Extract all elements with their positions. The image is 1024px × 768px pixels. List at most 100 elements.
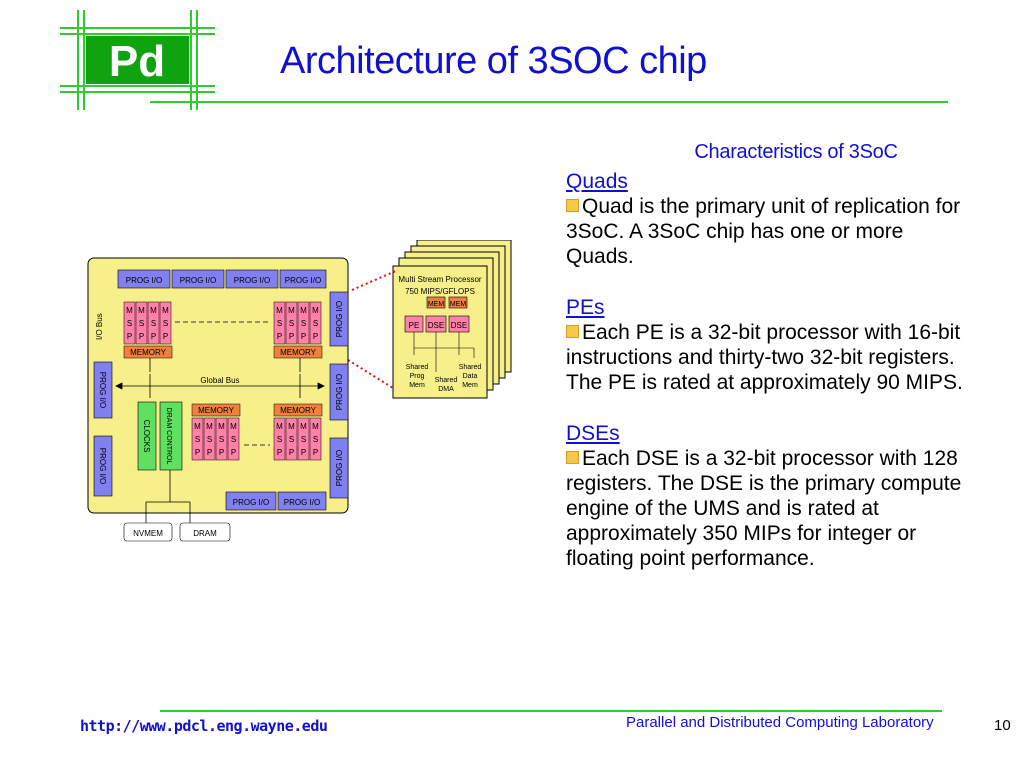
bottom-prog-io-row: PROG I/O PROG I/O	[225, 491, 327, 511]
chip-body	[87, 257, 349, 514]
svg-text:S: S	[301, 319, 306, 328]
footer-lab-name: Parallel and Distributed Computing Labor…	[626, 714, 934, 731]
section-body-pes: Each PE is a 32-bit processor with 16-bi…	[566, 321, 963, 394]
bullet-icon	[566, 199, 579, 212]
io-bus-label: I/O Bus	[95, 313, 104, 340]
shared-data-mem-3: Mem	[462, 382, 478, 389]
dram-block	[179, 522, 231, 542]
svg-text:S: S	[289, 435, 294, 444]
svg-text:M: M	[300, 306, 307, 315]
shared-prog-mem-2: Prog	[410, 373, 425, 380]
svg-text:P: P	[313, 332, 318, 341]
svg-text:M: M	[194, 422, 201, 431]
ums-dse-2: DSE	[451, 321, 467, 330]
ums-title-line-2: 750 MIPS/GFLOPS	[405, 287, 475, 296]
shared-prog-mem-3: Mem	[409, 382, 425, 389]
svg-text:S: S	[195, 435, 200, 444]
svg-text:P: P	[301, 448, 306, 457]
top-prog-io-row: PROG I/O PROG I/O PROG I/O PROG I/O	[117, 269, 327, 289]
section-heading-pes: PEs	[566, 296, 605, 319]
svg-text:P: P	[139, 332, 144, 341]
dram-control-block	[159, 401, 183, 471]
svg-text:PROG I/O: PROG I/O	[335, 301, 344, 337]
svg-text:P: P	[207, 448, 212, 457]
global-bus-label: Global Bus	[200, 376, 239, 385]
svg-text:P: P	[277, 332, 282, 341]
svg-text:P: P	[301, 332, 306, 341]
section-heading-quads: Quads	[566, 170, 628, 193]
svg-text:S: S	[207, 435, 212, 444]
svg-text:S: S	[219, 435, 224, 444]
svg-text:M: M	[150, 306, 157, 315]
svg-text:P: P	[163, 332, 168, 341]
svg-text:P: P	[231, 448, 236, 457]
svg-text:PROG I/O: PROG I/O	[284, 498, 320, 507]
svg-text:M: M	[312, 422, 319, 431]
svg-text:P: P	[289, 332, 294, 341]
msp-bottom-right: MEMORY MSP MSP MSP MSP	[273, 403, 323, 461]
svg-text:S: S	[139, 319, 144, 328]
footer-divider	[160, 710, 942, 712]
msp-top-right: MSP MSP MSP MSP MEMORY	[273, 301, 323, 359]
svg-text:M: M	[276, 422, 283, 431]
svg-text:MEMORY: MEMORY	[280, 348, 317, 357]
shared-prog-mem-1: Shared	[406, 364, 429, 371]
ums-dse-1: DSE	[428, 321, 444, 330]
svg-text:MEMORY: MEMORY	[130, 348, 167, 357]
svg-text:M: M	[206, 422, 213, 431]
svg-text:PROG I/O: PROG I/O	[233, 498, 269, 507]
chip-architecture-diagram: Multi Stream Processor 750 MIPS/GFLOPS M…	[87, 240, 512, 542]
svg-text:S: S	[231, 435, 236, 444]
footer-url-link[interactable]: http://www.pdcl.eng.wayne.edu	[80, 717, 328, 735]
ums-title-line-1: Multi Stream Processor	[398, 275, 481, 284]
svg-text:S: S	[277, 319, 282, 328]
svg-text:DRAM CONTROL: DRAM CONTROL	[165, 408, 172, 465]
svg-text:M: M	[276, 306, 283, 315]
svg-text:S: S	[127, 319, 132, 328]
svg-text:PROG I/O: PROG I/O	[180, 276, 216, 285]
ums-pe: PE	[409, 321, 420, 330]
svg-text:M: M	[138, 306, 145, 315]
svg-text:M: M	[218, 422, 225, 431]
svg-text:M: M	[300, 422, 307, 431]
svg-text:P: P	[277, 448, 282, 457]
nvmem-block	[123, 522, 173, 542]
svg-text:CLOCKS: CLOCKS	[142, 420, 151, 453]
svg-text:PROG I/O: PROG I/O	[98, 448, 107, 484]
section-heading-dses: DSEs	[566, 422, 620, 445]
logo-text: Pd	[109, 37, 165, 86]
svg-text:M: M	[288, 306, 295, 315]
msp-top-left: MSP MSP MSP MSP MEMORY	[123, 301, 173, 359]
shared-data-mem-2: Data	[463, 373, 478, 380]
shared-data-mem-1: Shared	[459, 364, 482, 371]
ums-mem-2: MEM	[450, 301, 467, 308]
bullet-icon	[566, 451, 579, 464]
ums-stack: Multi Stream Processor 750 MIPS/GFLOPS M…	[392, 240, 512, 399]
page-title: Architecture of 3SOC chip	[280, 40, 707, 82]
ums-mem-1: MEM	[428, 301, 445, 308]
clocks-block	[137, 401, 157, 471]
svg-text:DRAM: DRAM	[193, 529, 217, 538]
svg-text:M: M	[230, 422, 237, 431]
bullet-icon	[566, 325, 579, 338]
svg-text:M: M	[126, 306, 133, 315]
right-prog-io-column: PROG I/O PROG I/O PROG I/O	[329, 291, 349, 499]
shared-dma-2: DMA	[438, 386, 454, 393]
svg-text:S: S	[277, 435, 282, 444]
svg-text:S: S	[301, 435, 306, 444]
page-number: 10	[994, 717, 1011, 734]
svg-text:PROG I/O: PROG I/O	[126, 276, 162, 285]
svg-text:P: P	[195, 448, 200, 457]
title-divider	[150, 101, 948, 103]
zoom-connectors	[347, 269, 399, 389]
svg-text:P: P	[127, 332, 132, 341]
characteristics-title: Characteristics of 3SoC	[694, 141, 898, 163]
svg-text:S: S	[163, 319, 168, 328]
svg-text:MEMORY: MEMORY	[198, 406, 235, 415]
svg-text:S: S	[289, 319, 294, 328]
svg-text:M: M	[288, 422, 295, 431]
svg-text:M: M	[312, 306, 319, 315]
left-prog-io-column: PROG I/O PROG I/O	[93, 361, 113, 497]
svg-text:PROG I/O: PROG I/O	[98, 372, 107, 408]
section-body-dses: Each DSE is a 32-bit processor with 128 …	[566, 447, 962, 570]
